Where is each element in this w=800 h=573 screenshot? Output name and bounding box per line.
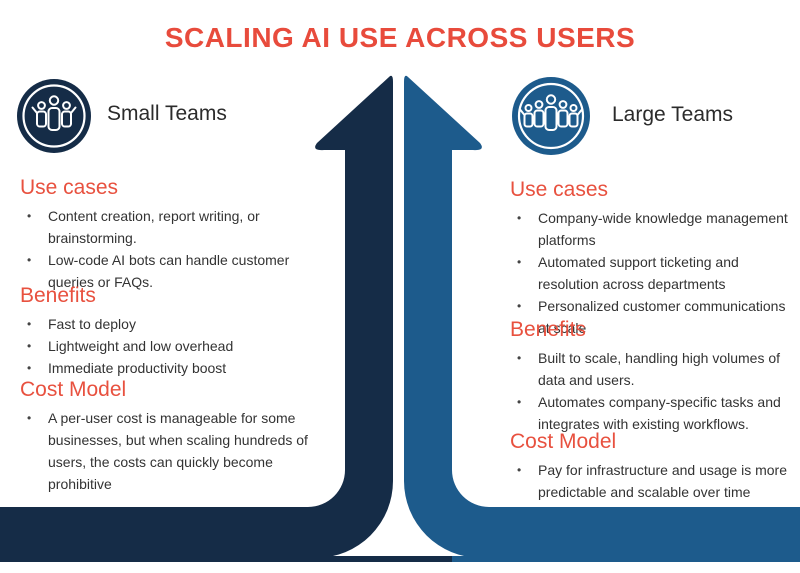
bottom-strip-right (452, 556, 800, 562)
large-teams-label: Large Teams (612, 103, 734, 126)
bullet-list: A per-user cost is manageable for some b… (20, 407, 312, 495)
bullet-item: Low-code AI bots can handle customer que… (20, 249, 312, 293)
small-teams-label: Small Teams (107, 102, 227, 125)
bullet-item: Lightweight and low overhead (20, 335, 312, 357)
small-team-icon (17, 79, 91, 153)
page-title: SCALING AI USE ACROSS USERS (164, 22, 636, 53)
bullet-list: Content creation, report writing, or bra… (20, 205, 312, 293)
section-heading: Cost Model (20, 378, 127, 401)
section-heading: Use cases (20, 176, 119, 199)
bullet-list: Pay for infrastructure and usage is more… (510, 459, 798, 503)
section-heading: Benefits (20, 284, 96, 307)
bullet-list: Fast to deploy Lightweight and low overh… (20, 313, 312, 379)
large-teams-cost-model-section: Cost Model Pay for infrastructure and us… (510, 430, 798, 503)
large-teams-use-cases-section: Use cases Company-wide knowledge managem… (510, 178, 798, 339)
small-teams-benefits-section: Benefits Fast to deploy Lightweight and … (20, 284, 312, 379)
section-heading: Benefits (510, 318, 586, 341)
small-teams-use-cases-section: Use cases Content creation, report writi… (20, 176, 312, 293)
small-team-people-icon (31, 95, 77, 131)
section-heading: Cost Model (510, 430, 617, 453)
bullet-item: Automates company-specific tasks and int… (510, 391, 798, 435)
bullet-list: Built to scale, handling high volumes of… (510, 347, 798, 435)
bottom-strip-left (0, 556, 452, 562)
arrow-right-half (404, 75, 800, 559)
large-teams-benefits-section: Benefits Built to scale, handling high v… (510, 318, 798, 435)
bullet-item: Personalized customer communications at … (510, 295, 798, 339)
section-heading: Use cases (510, 178, 609, 201)
small-teams-cost-model-section: Cost Model A per-user cost is manageable… (20, 378, 312, 495)
bullet-item: Immediate productivity boost (20, 357, 312, 379)
bullet-list: Company-wide knowledge management platfo… (510, 207, 798, 339)
bullet-item: Automated support ticketing and resoluti… (510, 251, 798, 295)
large-team-people-icon (519, 94, 583, 131)
bullet-item: Built to scale, handling high volumes of… (510, 347, 798, 391)
arrow-left-half (0, 75, 393, 559)
bullet-item: Pay for infrastructure and usage is more… (510, 459, 798, 503)
bullet-item: Company-wide knowledge management platfo… (510, 207, 798, 251)
bullet-item: Content creation, report writing, or bra… (20, 205, 312, 249)
bullet-item: A per-user cost is manageable for some b… (20, 407, 312, 495)
bullet-item: Fast to deploy (20, 313, 312, 335)
large-team-icon (512, 77, 590, 155)
